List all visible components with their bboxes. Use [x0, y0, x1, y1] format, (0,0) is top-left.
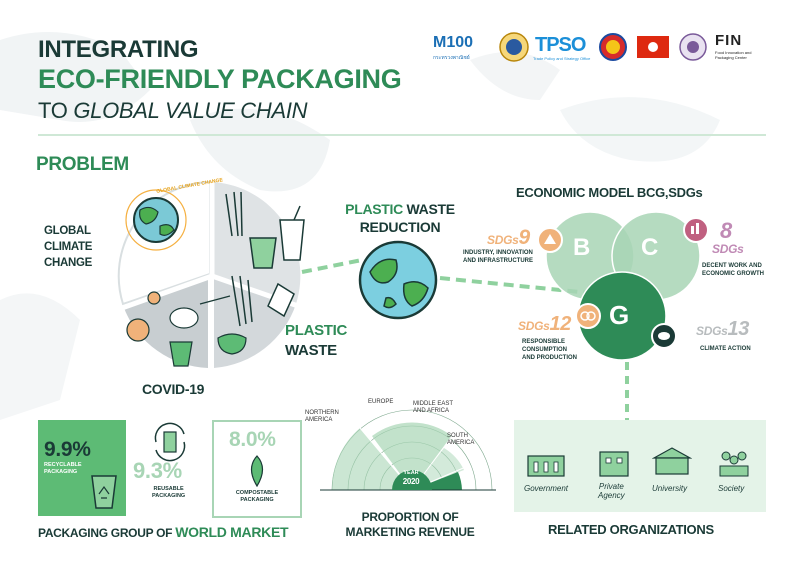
fin-logo: FIN [715, 32, 743, 49]
year-value: 2020 [402, 477, 420, 486]
plastic-waste-reduction-label: PLASTIC WASTE REDUCTION [345, 201, 455, 235]
sdg13-description: CLIMATE ACTION [700, 346, 751, 352]
partner-logos: M100 กระทรวงพาณิชย์ TPSO Trade Policy an… [433, 30, 773, 74]
org-society-label: Society [718, 484, 745, 493]
plastic-waste-label: PLASTIC WASTE [285, 322, 348, 359]
virus-icon [126, 291, 247, 367]
hong-kong-flag-icon [637, 36, 669, 58]
m100-logo-caption: กระทรวงพาณิชย์ [433, 55, 470, 61]
earth-icon [358, 240, 438, 320]
title-line-1: INTEGRATING [38, 36, 199, 63]
title-divider [38, 134, 766, 136]
organizations-caption: RELATED ORGANIZATIONS [548, 522, 714, 537]
problem-circle [117, 180, 305, 368]
year-label: YEAR [403, 470, 419, 476]
packaging-caption: PACKAGING GROUP OF WORLD MARKET [38, 524, 289, 540]
m100-logo: M100 [433, 34, 474, 51]
sdg8-number: 8 [720, 218, 732, 243]
bcg-venn-diagram [537, 211, 709, 361]
tpso-caption: Trade Policy and Strategy Office [533, 56, 591, 61]
compostable-leaf-icon [250, 455, 264, 488]
tpso-logo: TPSO [535, 34, 586, 56]
sdg13-label: SDGs13 [696, 318, 750, 340]
org-university-label: University [652, 484, 688, 493]
recyclable-value: 9.9% [44, 438, 91, 461]
title-line-3: TO GLOBAL VALUE CHAIN [38, 98, 308, 123]
government-building-icon [527, 455, 565, 477]
title-line-2: ECO-FRIENDLY PACKAGING [38, 64, 402, 94]
problem-heading: PROBLEM [36, 154, 129, 175]
reusable-cup-icon [154, 422, 186, 462]
region-europe: EUROPE [368, 399, 394, 405]
sdg12-label: SDGs12 [518, 313, 572, 335]
bcg-g-letter: G [609, 300, 629, 330]
covid-label: COVID-19 [142, 381, 205, 397]
compostable-value: 8.0% [229, 428, 276, 451]
private-agency-building-icon [599, 451, 629, 477]
revenue-rose-chart [320, 409, 496, 491]
reusable-value: 9.3% [133, 458, 182, 483]
economic-model-heading: ECONOMIC MODEL BCG,SDGs [516, 185, 703, 200]
plastic-items-icon [225, 191, 305, 327]
org-government-label: Government [524, 484, 569, 493]
fin-caption: Food Innovation and Packaging Center [715, 50, 752, 60]
society-people-icon [719, 451, 749, 477]
asean-logo-icon [599, 33, 627, 61]
university-building-icon [652, 447, 692, 475]
global-climate-change-label: GLOBAL CLIMATE CHANGE [44, 225, 93, 269]
globe-icon [125, 189, 187, 251]
ministry-seal-icon [499, 32, 529, 62]
bcg-c-letter: C [641, 234, 659, 261]
bcg-b-letter: B [573, 234, 591, 261]
university-seal-icon [679, 33, 707, 61]
sdg8-prefix: SDGs [712, 242, 744, 256]
sdg9-label: SDGs9 [487, 226, 530, 249]
org-connector-line [625, 362, 629, 420]
recycle-cup-icon [91, 475, 117, 509]
